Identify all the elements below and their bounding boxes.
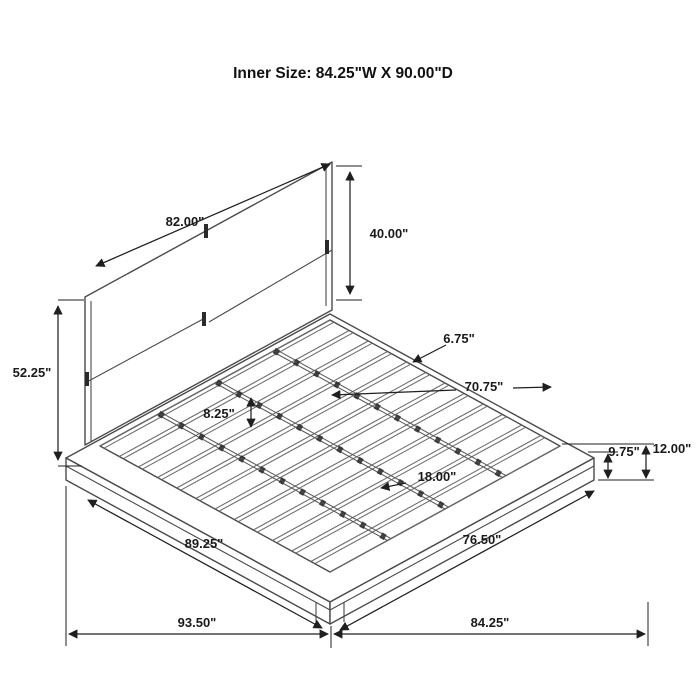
dim-label-overall-depth: 93.50" xyxy=(178,615,217,630)
dim-label-rail-height: 9.75" xyxy=(608,444,639,459)
ext-right-heights xyxy=(562,443,654,481)
dim-line-headboard-width xyxy=(95,163,331,267)
ext-bottom-ticks xyxy=(65,486,649,648)
ext-panel-height xyxy=(336,165,362,301)
ext-headboard-height xyxy=(58,299,84,467)
dim-leader-center-spacing xyxy=(380,481,407,491)
dim-label-headboard-height: 52.25" xyxy=(13,365,52,380)
dim-label-platform-depth: 89.25" xyxy=(185,536,224,551)
dim-label-slat-pitch: 8.25" xyxy=(203,406,234,421)
page-title: Inner Size: 84.25"W X 90.00"D xyxy=(233,65,453,82)
dim-label-platform-height: 12.00" xyxy=(653,441,692,456)
dim-label-center-spacing: 18.00" xyxy=(418,469,457,484)
dim-label-slat-gap: 6.75" xyxy=(443,331,474,346)
dim-label-slat-length: 70.75" xyxy=(465,379,504,394)
dim-label-panel-height: 40.00" xyxy=(370,226,409,241)
dimension-annotations: 82.00" 40.00" 52.25" 6.75" 70.75" 8.25" … xyxy=(13,163,692,648)
dim-label-overall-width: 84.25" xyxy=(471,615,510,630)
dim-label-platform-width: 76.50" xyxy=(463,532,502,547)
dim-leader-slat-length-left xyxy=(331,389,457,400)
dim-label-headboard-width: 82.00" xyxy=(166,214,205,229)
dim-leader-slat-length-right xyxy=(512,382,552,392)
support-rail-lines xyxy=(157,349,507,541)
dim-line-platform-width xyxy=(339,490,595,631)
dim-leader-slat-gap xyxy=(412,344,447,363)
dim-line-platform-depth xyxy=(87,499,323,629)
